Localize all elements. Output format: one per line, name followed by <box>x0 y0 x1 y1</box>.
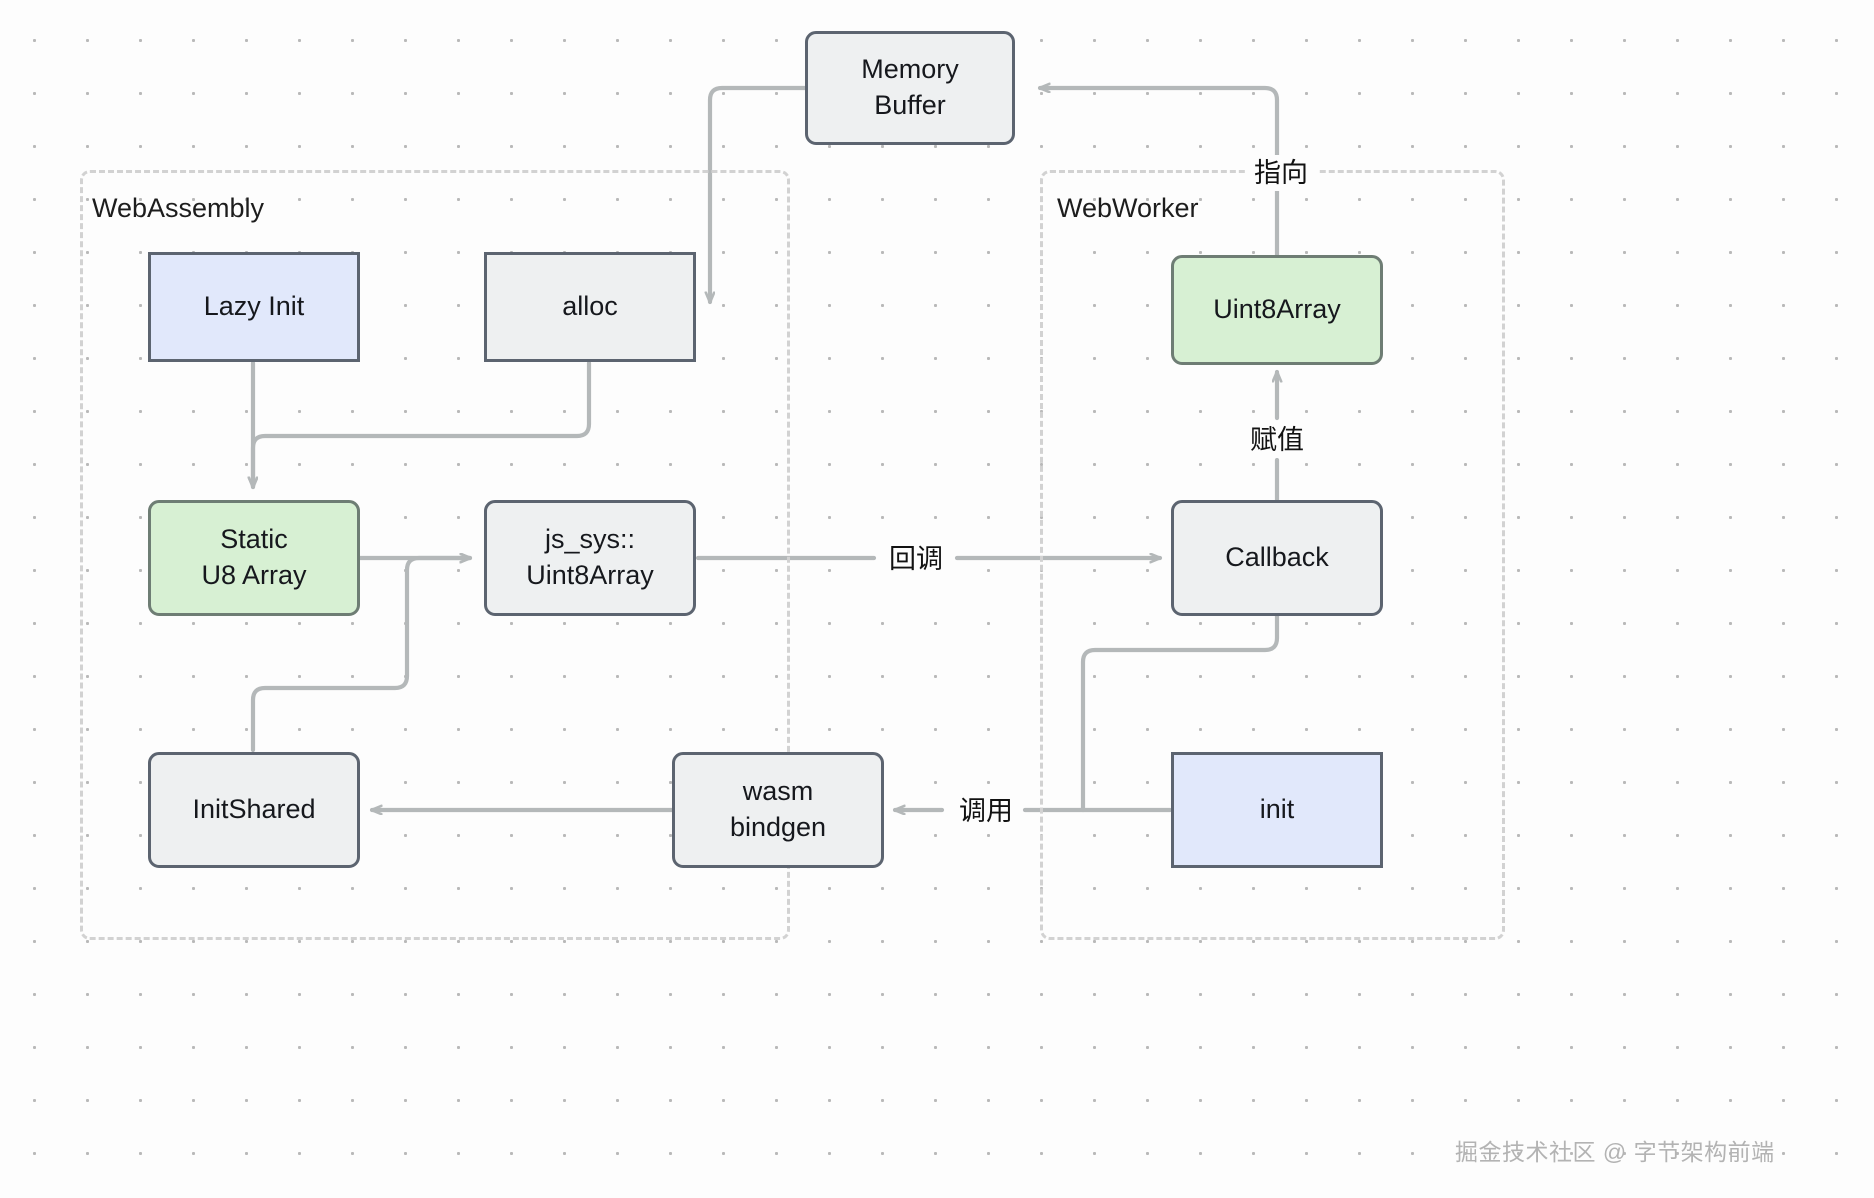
node-memory-buffer-line2: Buffer <box>874 90 946 120</box>
node-static-u8-array-line1: Static <box>220 524 288 555</box>
edge-label-callback: 回调 <box>880 541 952 578</box>
node-uint8array[interactable]: Uint8Array <box>1171 255 1383 365</box>
group-webassembly <box>80 170 790 940</box>
node-init-shared-label: InitShared <box>192 794 316 825</box>
edge-label-point-to: 指向 <box>1245 155 1317 192</box>
node-alloc[interactable]: alloc <box>484 252 696 362</box>
node-wasm-bindgen-line2: bindgen <box>729 812 827 842</box>
watermark: 掘金技术社区 @ 字节架构前端 <box>1455 1139 1775 1165</box>
node-wasm-bindgen[interactable]: wasm bindgen <box>672 752 884 868</box>
node-memory-buffer-line1: Memory <box>861 54 959 85</box>
group-webassembly-label: WebAssembly <box>92 193 265 223</box>
node-js-sys-uint8array-line2: Uint8Array <box>526 560 654 590</box>
node-static-u8-array[interactable]: Static U8 Array <box>148 500 360 616</box>
node-wasm-bindgen-line1: wasm <box>742 776 814 807</box>
node-callback-label: Callback <box>1225 542 1329 573</box>
node-memory-buffer[interactable]: Memory Buffer <box>805 31 1015 145</box>
node-callback[interactable]: Callback <box>1171 500 1383 616</box>
node-js-sys-uint8array-line1: js_sys:: <box>544 524 636 555</box>
group-webworker-label: WebWorker <box>1057 193 1199 223</box>
node-lazy-init-label: Lazy Init <box>203 291 305 322</box>
edge-label-assign: 赋值 <box>1241 422 1313 459</box>
edge-label-invoke: 调用 <box>950 793 1022 830</box>
node-init-shared[interactable]: InitShared <box>148 752 360 868</box>
node-uint8array-label: Uint8Array <box>1213 294 1341 325</box>
node-static-u8-array-line2: U8 Array <box>201 560 307 590</box>
node-lazy-init[interactable]: Lazy Init <box>148 252 360 362</box>
node-init[interactable]: init <box>1171 752 1383 868</box>
node-js-sys-uint8array[interactable]: js_sys:: Uint8Array <box>484 500 696 616</box>
node-alloc-label: alloc <box>562 291 618 322</box>
node-init-label: init <box>1259 794 1295 825</box>
